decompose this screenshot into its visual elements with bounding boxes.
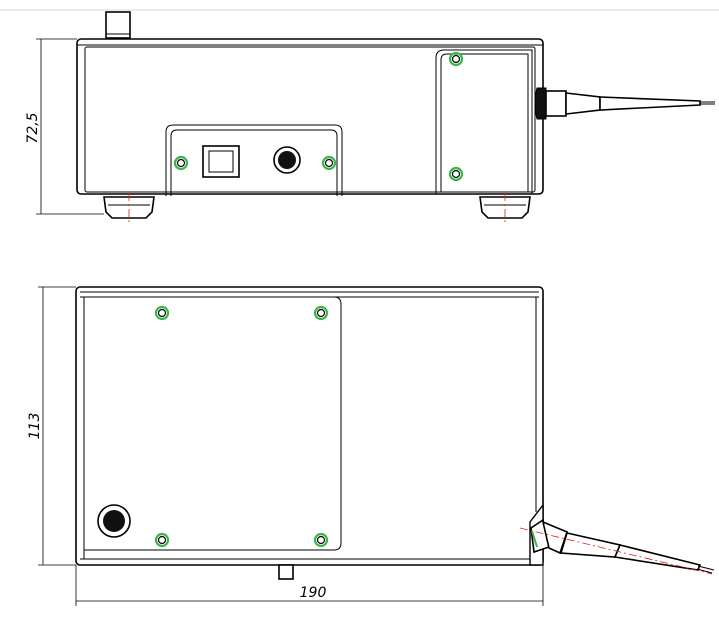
side-body [76, 38, 544, 195]
dimension-depth: 113 [27, 286, 76, 566]
top-probe-grip [559, 532, 622, 558]
side-probe-grip [565, 92, 601, 115]
screw-icon [448, 51, 464, 67]
screw-icon [451, 54, 461, 64]
top-screws [154, 305, 329, 548]
screw-icon [313, 532, 329, 548]
screw-icon [154, 305, 170, 321]
screw-icon [316, 308, 326, 318]
top-probe [519, 518, 715, 575]
dimension-length: 190 [75, 565, 544, 606]
screw-icon [324, 158, 334, 168]
screw-icon [154, 532, 170, 548]
side-right-panel [435, 49, 533, 194]
side-power-switch-rocker [208, 150, 234, 173]
top-cover-plate [84, 296, 342, 551]
top-probe-collar [541, 520, 568, 555]
side-view: 72,5 [25, 11, 715, 222]
top-view: 113 190 [27, 286, 715, 606]
dimension-height-label: 72,5 [25, 112, 41, 143]
probe-center-line [519, 527, 713, 575]
side-round-connector-core [278, 151, 296, 169]
screw-icon [316, 535, 326, 545]
top-round-connector-core [103, 510, 125, 532]
side-control-panel [165, 124, 343, 196]
top-body [75, 286, 544, 566]
top-probe-tip [613, 544, 702, 571]
screw-icon [176, 158, 186, 168]
side-control-panel-inner [170, 129, 338, 196]
side-probe [534, 87, 715, 120]
side-cable-gland [534, 87, 547, 120]
screw-icon [448, 166, 464, 182]
screw-icon [321, 155, 337, 171]
side-probe-collar [545, 90, 567, 117]
side-feet [103, 193, 531, 222]
side-foot-right [479, 196, 531, 219]
side-right-panel-inner [440, 53, 529, 192]
dimension-length-label: 190 [300, 585, 327, 601]
side-probe-tip [599, 96, 701, 111]
side-screws [173, 51, 464, 182]
screw-icon [313, 305, 329, 321]
screw-icon [173, 155, 189, 171]
side-body-inner [84, 46, 536, 193]
top-knob-stub [278, 564, 294, 580]
dimension-depth-label: 113 [27, 413, 43, 440]
screw-icon [157, 535, 167, 545]
screw-icon [451, 169, 461, 179]
side-foot-left [103, 196, 155, 219]
dimension-height: 72,5 [25, 38, 104, 215]
screw-icon [157, 308, 167, 318]
